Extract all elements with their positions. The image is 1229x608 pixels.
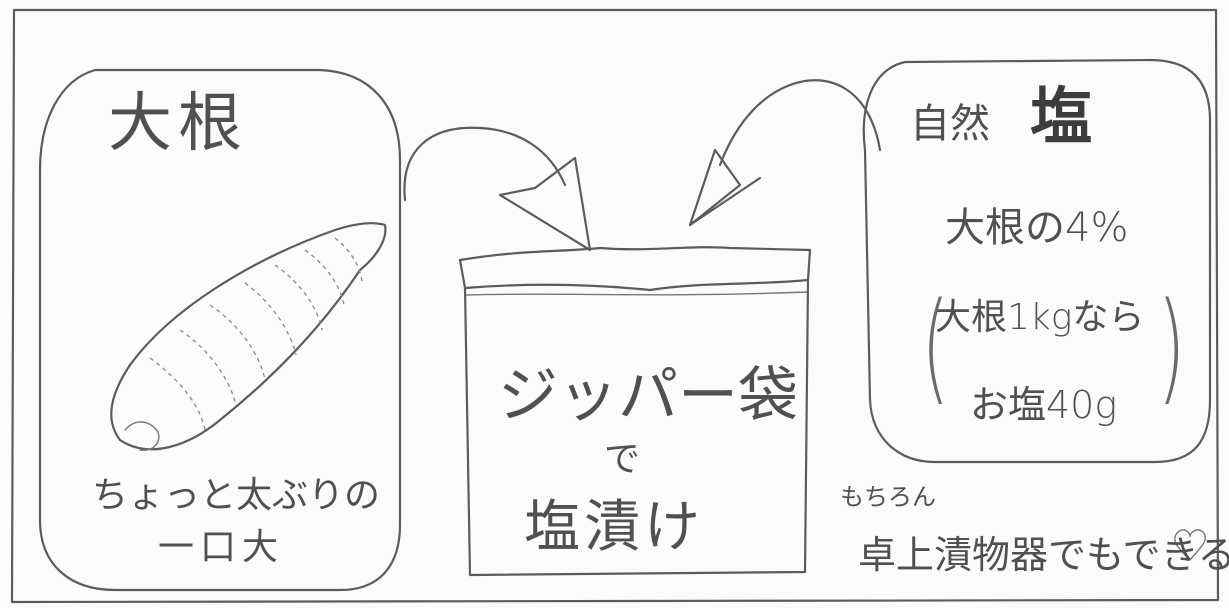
daikon-caption-line2: 一口大 xyxy=(158,527,285,568)
daikon-title: 大根 xyxy=(108,87,248,161)
note-big: 卓上漬物器でもできる xyxy=(858,533,1229,577)
salt-main: 塩 xyxy=(1030,80,1093,153)
salt-panel xyxy=(862,58,1212,464)
paren-open: ( xyxy=(921,278,950,417)
bag-zipper xyxy=(464,291,809,296)
daikon-panel xyxy=(38,68,402,592)
salt-example-line2: お塩40g xyxy=(970,383,1118,427)
bag-label-line3: 塩漬け xyxy=(524,495,704,560)
salt-lead: 自然 xyxy=(910,101,990,147)
bag-top xyxy=(458,246,812,292)
heart-icon xyxy=(1174,529,1207,562)
bag-label-line1: ジッパー袋 xyxy=(498,361,798,431)
bag-label-line2: で xyxy=(604,439,641,480)
salt-ratio: 大根の4% xyxy=(945,205,1129,251)
note-small: もちろん xyxy=(840,483,936,511)
arrow-right-body xyxy=(718,79,882,167)
arrow-icon xyxy=(498,156,592,252)
bag-body xyxy=(463,278,810,577)
daikon-caption-line1: ちょっと太ぶりの xyxy=(92,475,381,516)
salt-example-line1: 大根1kgなら xyxy=(935,297,1145,338)
daikon-outline xyxy=(110,222,387,451)
paren-close: ) xyxy=(1157,278,1186,417)
outer-frame xyxy=(10,8,1220,604)
arrow-icon xyxy=(688,148,742,227)
arrow-left-body xyxy=(403,126,567,202)
